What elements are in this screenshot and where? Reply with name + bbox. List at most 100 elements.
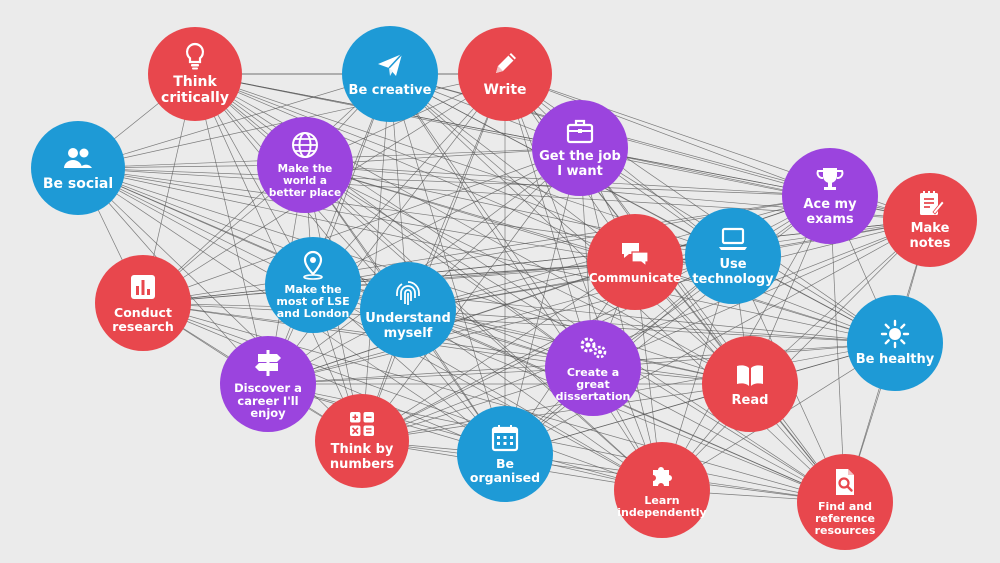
calendar-icon (491, 425, 519, 452)
link-communicate-think-by-numbers (361, 261, 636, 442)
node-label: Write (483, 82, 527, 99)
node-create-dissertation: Create a great dissertation (545, 320, 641, 416)
node-label: Make the most of LSE and London (276, 282, 350, 321)
gears-icon (580, 337, 607, 358)
link-be-creative-be-social (77, 73, 391, 169)
link-conduct-research-read (142, 302, 751, 385)
node-label: Think by numbers (329, 442, 395, 472)
laptop-icon (719, 228, 747, 251)
node-use-technology: Use technology (685, 208, 781, 304)
people-icon (64, 148, 92, 169)
calculator-icon (350, 412, 374, 437)
node-think-critically: Think critically (148, 27, 242, 121)
link-be-creative-think-by-numbers (361, 73, 391, 442)
map-pin-icon (303, 250, 323, 280)
link-be-creative-be-organised (389, 73, 506, 455)
open-book-icon (737, 365, 763, 386)
pencil-icon (496, 53, 516, 74)
search-document-icon (836, 468, 854, 495)
node-understand-myself: Understand myself (360, 262, 456, 358)
node-be-social: Be social (31, 121, 125, 215)
node-label: Be social (42, 176, 114, 193)
link-make-notes-communicate (634, 219, 931, 263)
node-label: Learn independently (617, 493, 707, 519)
link-write-create-dissertation (504, 73, 594, 369)
node-find-resources: Find and reference resources (797, 454, 893, 550)
globe-icon (292, 132, 318, 159)
node-make-the-world: Make the world a better place (257, 117, 353, 213)
link-make-the-world-communicate (304, 164, 636, 263)
link-conduct-research-learn-independently (142, 302, 663, 491)
link-be-creative-discover-career (267, 73, 391, 385)
node-label: Make notes (909, 221, 951, 251)
puzzle-piece-icon (653, 466, 672, 486)
paper-plane-icon (378, 53, 403, 76)
signpost-icon (255, 349, 281, 376)
link-conduct-research-be-healthy (142, 302, 896, 344)
link-read-think-by-numbers (361, 383, 751, 442)
node-read: Read (702, 336, 798, 432)
link-get-the-job-conduct-research (142, 147, 581, 304)
link-write-ace-my-exams (504, 73, 831, 197)
link-understand-myself-find-resources (407, 309, 846, 503)
node-be-healthy: Be healthy (847, 295, 943, 391)
link-think-critically-discover-career (194, 73, 269, 385)
link-make-the-world-create-dissertation (304, 164, 594, 369)
link-create-dissertation-discover-career (267, 367, 594, 385)
node-label: Be creative (348, 82, 432, 98)
fingerprint-icon (396, 281, 420, 306)
node-label: Make the world a better place (268, 163, 342, 199)
link-make-notes-be-organised (504, 219, 931, 455)
link-make-notes-discover-career (267, 219, 931, 385)
trophy-icon (816, 168, 844, 191)
sun-icon (880, 319, 910, 348)
chat-bubbles-icon (622, 243, 649, 268)
link-understand-myself-be-healthy (407, 309, 896, 344)
node-label: Use technology (692, 257, 774, 287)
node-label: Conduct research (112, 305, 174, 334)
node-learn-independently: Learn independently (614, 442, 710, 538)
node-communicate: Communicate (587, 214, 683, 310)
link-think-by-numbers-find-resources (361, 440, 846, 503)
node-label: Communicate (588, 271, 682, 286)
node-label: Ace my exams (803, 197, 857, 227)
link-make-notes-think-by-numbers (361, 219, 931, 442)
link-make-notes-learn-independently (661, 219, 931, 491)
node-be-creative: Be creative (342, 26, 438, 122)
link-be-social-ace-my-exams (77, 167, 831, 197)
link-be-creative-learn-independently (389, 73, 663, 491)
node-discover-career: Discover a career I'll enjoy (220, 336, 316, 432)
node-label: Read (731, 392, 769, 408)
node-label: Get the job I want (539, 149, 621, 179)
node-get-the-job: Get the job I want (532, 100, 628, 196)
briefcase-icon (566, 120, 594, 144)
link-be-social-think-by-numbers (77, 167, 363, 442)
link-be-social-communicate (77, 167, 636, 263)
node-make-notes: Make notes (883, 173, 977, 267)
node-be-organised: Be organised (457, 406, 553, 502)
node-write: Write (458, 27, 552, 121)
node-think-by-numbers: Think by numbers (315, 394, 409, 488)
node-conduct-research: Conduct research (95, 255, 191, 351)
node-ace-my-exams: Ace my exams (782, 148, 878, 244)
link-get-the-job-be-organised (504, 147, 581, 455)
node-label: Discover a career I'll enjoy (234, 380, 302, 421)
link-think-critically-communicate (194, 73, 636, 263)
link-ace-my-exams-find-resources (829, 195, 846, 503)
bar-chart-icon (131, 275, 155, 299)
link-be-creative-communicate (389, 73, 636, 263)
link-be-social-be-healthy (77, 167, 896, 344)
node-label: Find and reference resources (814, 499, 876, 538)
link-get-the-job-make-the-most (312, 147, 581, 286)
node-label: Understand myself (365, 311, 451, 341)
node-label: Be organised (469, 456, 541, 485)
link-be-social-find-resources (77, 167, 846, 503)
node-label: Be healthy (855, 351, 935, 367)
notepad-icon (920, 191, 945, 216)
link-make-the-world-read (304, 164, 751, 385)
link-write-learn-independently (504, 73, 663, 491)
node-make-the-most: Make the most of LSE and London (265, 237, 361, 333)
link-get-the-job-learn-independently (579, 147, 663, 491)
link-understand-myself-learn-independently (407, 309, 663, 491)
